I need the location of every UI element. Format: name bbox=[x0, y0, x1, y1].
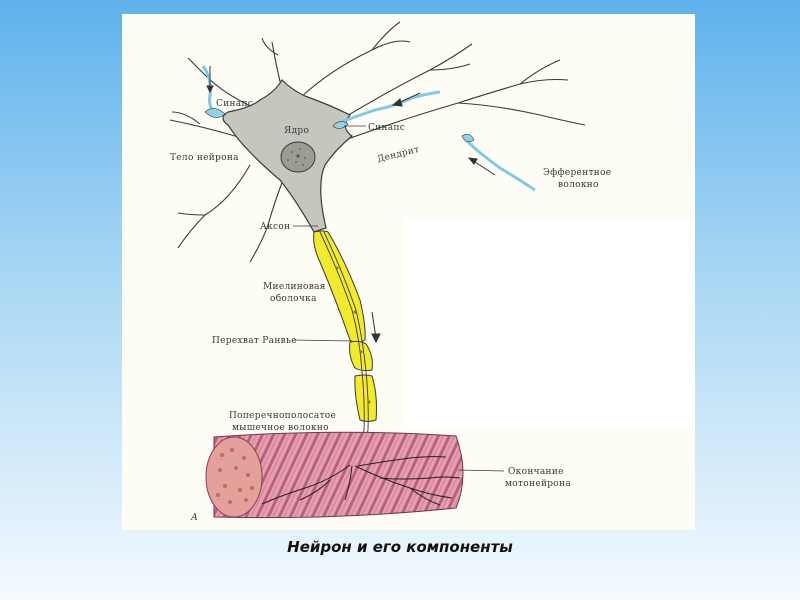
muscle-cross-section bbox=[205, 436, 263, 518]
label-ranvier: Перехват Ранвье bbox=[212, 336, 297, 346]
blank-area bbox=[405, 218, 695, 428]
figure-letter: А bbox=[190, 513, 198, 523]
dendrites bbox=[169, 21, 586, 263]
slide-caption: Нейрон и его компоненты bbox=[287, 538, 513, 556]
leader-lines bbox=[293, 125, 505, 472]
label-ending-1: Окончание bbox=[508, 467, 564, 477]
myelin-nuclei bbox=[335, 266, 371, 404]
motor-endings bbox=[261, 456, 461, 506]
myelin-sheath bbox=[313, 230, 377, 422]
label-myelin-1: Миелиновая bbox=[263, 282, 326, 292]
label-axon: Аксон bbox=[260, 222, 290, 232]
label-synapse-left: Синапс bbox=[216, 99, 253, 109]
label-muscle-1: Поперечнополосатое bbox=[229, 411, 336, 421]
muscle-cross-dots bbox=[216, 448, 254, 504]
label-muscle-2: мышечное волокно bbox=[232, 423, 329, 433]
label-efferent-2: волокно bbox=[558, 180, 599, 190]
efferent-fibre bbox=[461, 133, 536, 192]
label-nucleus: Ядро bbox=[284, 126, 309, 136]
label-myelin-2: оболочка bbox=[270, 293, 317, 304]
muscle-fibre bbox=[205, 431, 464, 519]
label-efferent-1: Эфферентное bbox=[543, 168, 611, 178]
arrows bbox=[206, 66, 496, 344]
label-ending-2: мотонейрона bbox=[505, 479, 571, 489]
label-dendrite: Дендрит bbox=[376, 145, 420, 165]
label-cell-body: Тело нейрона bbox=[170, 153, 239, 163]
synapse-left bbox=[201, 65, 226, 118]
label-synapse-right: Синапс bbox=[368, 123, 405, 133]
nucleus-granules bbox=[287, 148, 306, 166]
